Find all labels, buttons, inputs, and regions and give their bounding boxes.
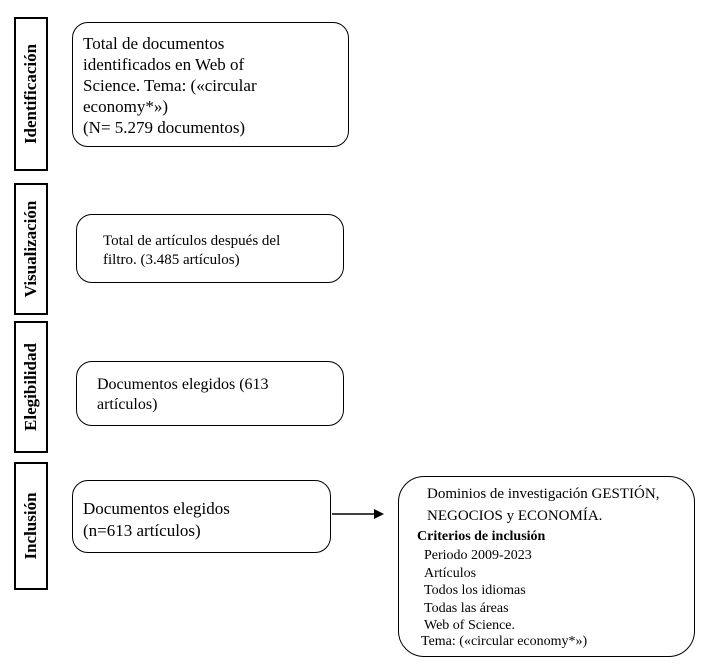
stage-label-elegibilidad: Elegibilidad bbox=[21, 343, 40, 431]
elegibilidad-box: Documentos elegidos (613 artículos) bbox=[76, 361, 344, 426]
criteria-heading: Criterios de inclusión bbox=[417, 529, 546, 544]
criteria-list: Periodo 2009-2023 Artículos Todos los id… bbox=[424, 547, 532, 635]
criteria-item: Artículos bbox=[424, 565, 477, 581]
criteria-item: Periodo 2009-2023 bbox=[424, 548, 532, 563]
arrow-right-icon bbox=[332, 509, 384, 519]
criteria-item: Todas las áreas bbox=[424, 600, 509, 616]
identificacion-text: Total de documentos identificados en Web… bbox=[83, 34, 257, 137]
criteria-domains-line-2: NEGOCIOS y ECONOMÍA. bbox=[427, 508, 603, 524]
stage-label-identificacion: Identificación bbox=[21, 43, 40, 145]
criteria-item: Web of Science. bbox=[424, 618, 515, 633]
visualizacion-text: Total de artículos después del filtro. (… bbox=[103, 233, 281, 268]
criteria-box: Dominios de investigación GESTIÓN, NEGOC… bbox=[398, 476, 695, 657]
stage-elegibilidad: Elegibilidad bbox=[14, 321, 48, 453]
stage-label-inclusion: Inclusión bbox=[21, 492, 40, 560]
identificacion-box: Total de documentos identificados en Web… bbox=[72, 22, 349, 147]
visualizacion-box: Total de artículos después del filtro. (… bbox=[76, 214, 344, 283]
stage-inclusion: Inclusión bbox=[14, 462, 48, 590]
inclusion-box: Documentos elegidos (n=613 artículos) bbox=[72, 480, 331, 553]
criteria-domains-line-1: Dominios de investigación GESTIÓN, bbox=[427, 486, 660, 502]
elegibilidad-text: Documentos elegidos (613 artículos) bbox=[97, 376, 269, 413]
criteria-item: Todos los idiomas bbox=[424, 583, 526, 598]
stage-label-visualizacion: Visualización bbox=[21, 200, 40, 298]
inclusion-text: Documentos elegidos (n=613 artículos) bbox=[83, 499, 230, 540]
stage-visualizacion: Visualización bbox=[14, 183, 48, 315]
stage-identificacion: Identificación bbox=[14, 17, 48, 171]
criteria-tema: Tema: («circular economy*») bbox=[421, 634, 588, 649]
